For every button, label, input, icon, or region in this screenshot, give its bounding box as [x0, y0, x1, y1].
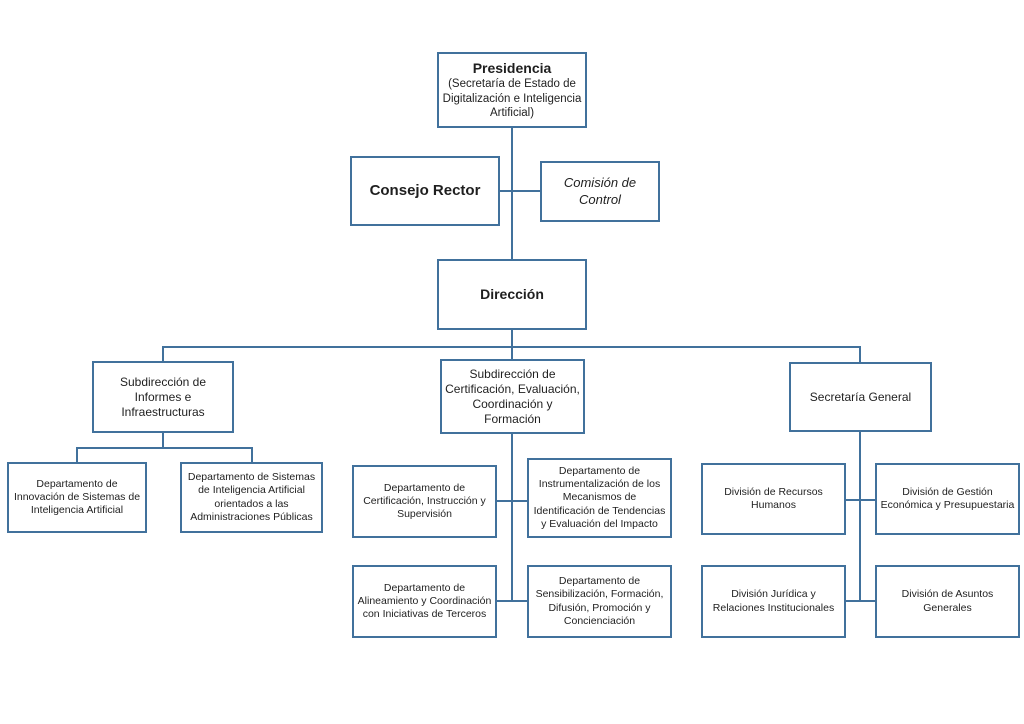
node-departamento-sistemas-aapp: Departamento de Sistemas de Inteligencia… [180, 462, 323, 533]
connector-left-rail2 [76, 447, 253, 449]
node-direccion: Dirección [437, 259, 587, 330]
connector-right-row2 [846, 600, 875, 602]
node-departamento-alineamiento: Departamento de Alineamiento y Coordinac… [352, 565, 497, 638]
node-division-recursos-humanos: División de Recursos Humanos [701, 463, 846, 535]
connector-rail2-depsistemas [251, 447, 253, 462]
node-division-asuntos-generales: División de Asuntos Generales [875, 565, 1020, 638]
node-departamento-sensibilizacion: Departamento de Sensibilización, Formaci… [527, 565, 672, 638]
presidencia-subtitle: (Secretaría de Estado de Digitalización … [442, 78, 582, 119]
connector-right-row1 [846, 499, 875, 501]
node-presidencia: Presidencia (Secretaría de Estado de Dig… [437, 52, 587, 128]
connector-middle-spine [511, 434, 513, 601]
connector-direccion-rail [511, 330, 513, 347]
connector-rail-subinformes [162, 346, 164, 361]
connector-middle-row2 [497, 600, 527, 602]
connector-middle-row1 [497, 500, 527, 502]
node-subdireccion-certificacion: Subdirección de Certificación, Evaluació… [440, 359, 585, 434]
node-division-juridica: División Jurídica y Relaciones Instituci… [701, 565, 846, 638]
presidencia-title: Presidencia [472, 59, 552, 76]
connector-subinformes-rail2 [162, 433, 164, 447]
connector-consejo-comision [500, 190, 540, 192]
connector-rail-secretaria [859, 346, 861, 362]
connector-rail-subcertificacion [511, 346, 513, 359]
node-consejo-rector: Consejo Rector [350, 156, 500, 226]
connector-presidencia-direccion [511, 128, 513, 259]
connector-rail2-depinnovacion [76, 447, 78, 462]
node-departamento-innovacion: Departamento de Innovación de Sistemas d… [7, 462, 147, 533]
node-departamento-instrumentalizacion: Departamento de Instrumentalización de l… [527, 458, 672, 538]
connector-right-spine [859, 432, 861, 601]
node-subdireccion-informes: Subdirección de Informes e Infraestructu… [92, 361, 234, 433]
node-secretaria-general: Secretaría General [789, 362, 932, 432]
node-departamento-certificacion: Departamento de Certificación, Instrucci… [352, 465, 497, 538]
node-division-gestion-economica: División de Gestión Económica y Presupue… [875, 463, 1020, 535]
node-comision-control: Comisión de Control [540, 161, 660, 222]
